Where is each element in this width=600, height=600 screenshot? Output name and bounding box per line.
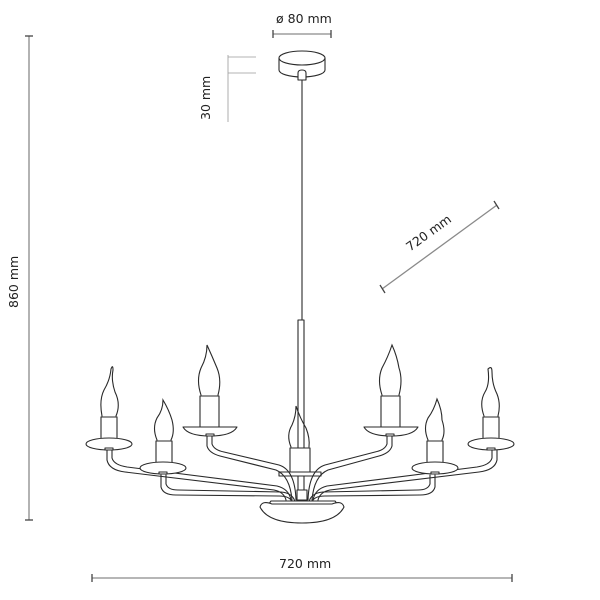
total-height-label: 860 mm: [6, 255, 21, 308]
arms: [106, 435, 498, 503]
width-dimension-line: [91, 574, 513, 582]
canopy-height-label: 30 mm: [198, 75, 213, 120]
canopy-diameter-label: ø 80 mm: [276, 11, 332, 26]
height-dimension-line: [25, 35, 33, 521]
candle-third-right: [363, 343, 419, 437]
suspension-cable: [297, 79, 305, 499]
candle-third-left: [182, 344, 238, 437]
diagonal-dimension-line: [379, 200, 500, 294]
candle-far-right: [467, 367, 515, 451]
candle-far-left: [85, 366, 133, 451]
ceiling-canopy: [278, 50, 326, 81]
canopy-height-dimension-line: [227, 55, 256, 122]
candle-second-left: [139, 398, 187, 475]
candle-second-right: [411, 397, 459, 475]
canopy-diameter-dimension-line: [272, 30, 332, 38]
bottom-bowl: [259, 489, 345, 524]
width-label: 720 mm: [279, 556, 332, 571]
candle-center-back: [278, 405, 322, 477]
